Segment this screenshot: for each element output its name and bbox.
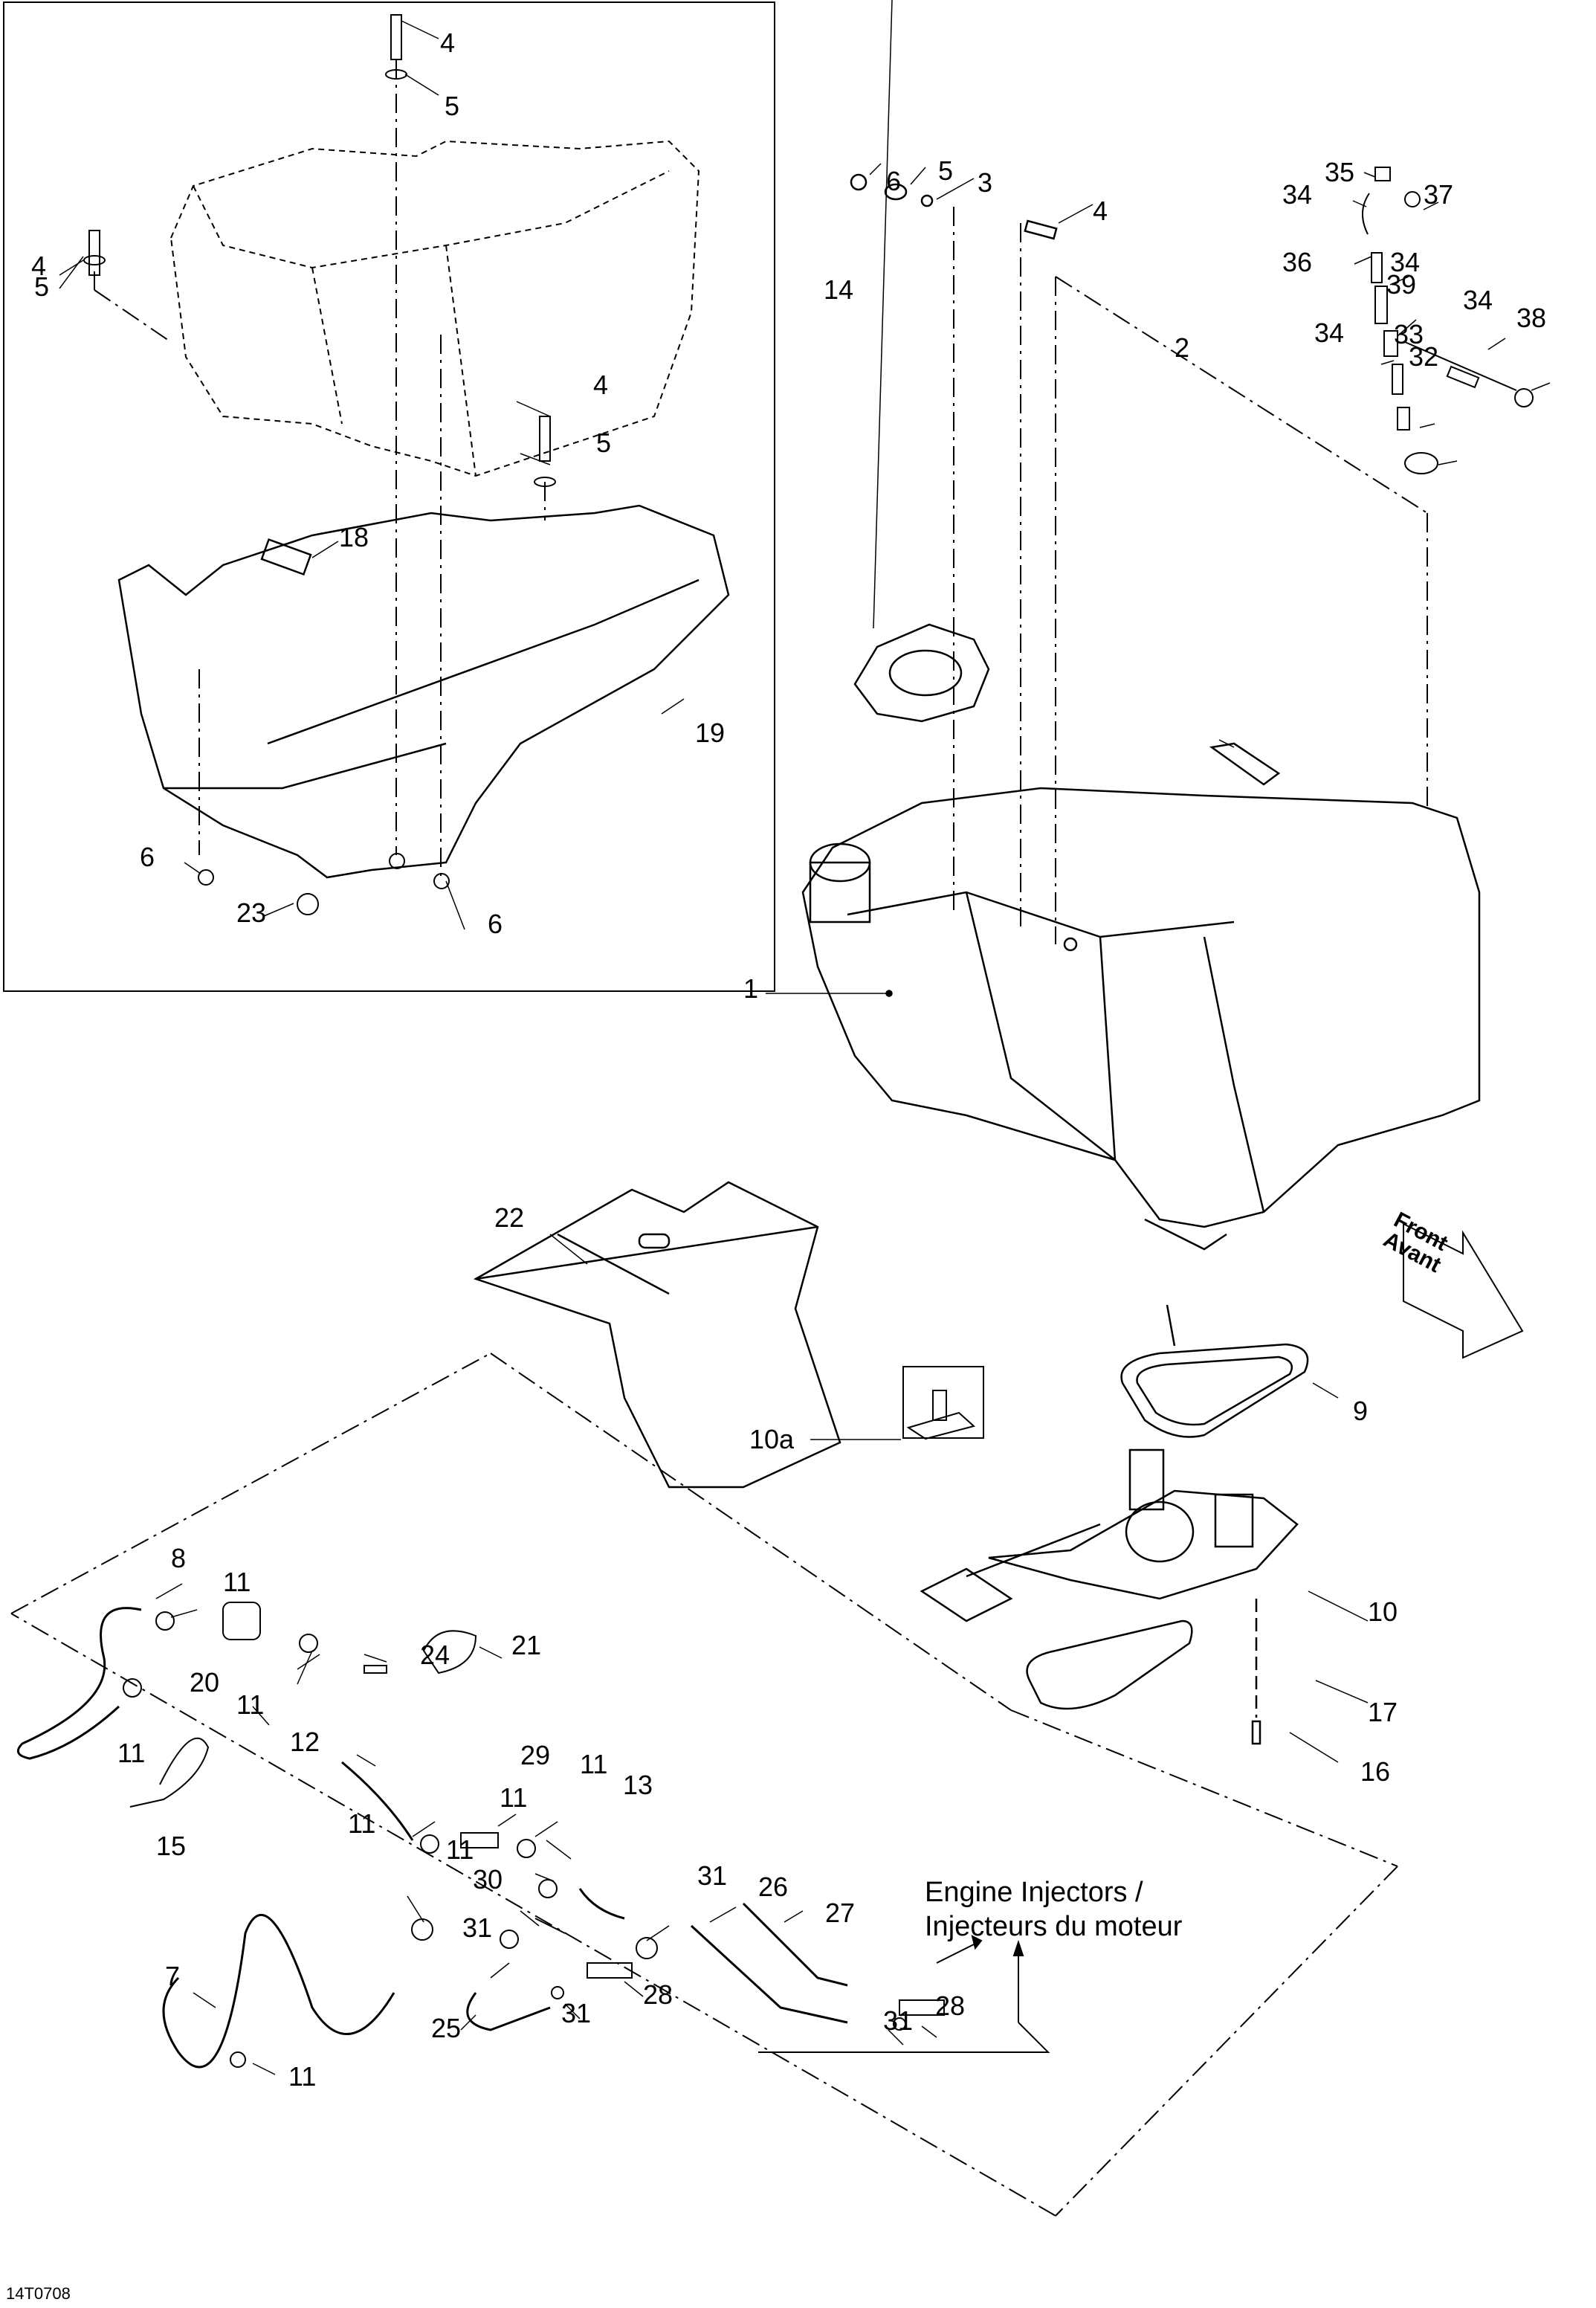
callout-6: 6 <box>886 166 902 196</box>
fuel-hoses <box>16 1607 848 2069</box>
callout-34: 34 <box>1390 247 1421 277</box>
callout-22: 22 <box>494 1202 525 1233</box>
callout-23: 23 <box>236 897 267 928</box>
callout-27: 27 <box>825 1898 856 1928</box>
pump-inset-part <box>906 1390 976 1440</box>
callout-34: 34 <box>1314 317 1345 348</box>
callout-8: 8 <box>171 1543 187 1573</box>
vent-line-assembly <box>1362 167 1534 474</box>
callout-25: 25 <box>431 2013 462 2043</box>
callout-6: 6 <box>140 842 155 872</box>
callout-11: 11 <box>288 2061 317 2092</box>
callout-9: 9 <box>1353 1396 1369 1426</box>
callout-14: 14 <box>824 274 854 305</box>
callout-19: 19 <box>695 718 726 748</box>
pump-detail-inset-frame <box>902 1366 984 1439</box>
callout-11: 11 <box>223 1567 251 1597</box>
pad-2 <box>1209 742 1281 786</box>
callout-15: 15 <box>156 1831 187 1861</box>
fuel-pump-module <box>920 1448 1299 1622</box>
note-line-english: Engine Injectors / <box>925 1877 1143 1908</box>
callout-24: 24 <box>420 1640 450 1670</box>
callout-35: 35 <box>1325 157 1355 187</box>
callout-36: 36 <box>1282 247 1313 277</box>
callout-39: 39 <box>1386 269 1417 300</box>
fuel-tank <box>801 787 1481 1251</box>
callout-4: 4 <box>440 28 456 58</box>
callout-16: 16 <box>1360 1756 1391 1787</box>
main-alignment-lines <box>953 207 1428 944</box>
callout-7: 7 <box>165 1961 181 1991</box>
callout-20: 20 <box>190 1667 220 1698</box>
callout-5: 5 <box>596 428 612 458</box>
callout-4: 4 <box>31 251 47 281</box>
callout-34: 34 <box>1282 179 1313 210</box>
inset-alignment-lines <box>94 59 546 877</box>
callout-11: 11 <box>580 1749 608 1779</box>
callout-31: 31 <box>883 2005 914 2036</box>
callout-5: 5 <box>445 91 460 121</box>
pad-18 <box>260 538 312 576</box>
heat-shield <box>473 1181 841 1489</box>
callout-4: 4 <box>593 370 609 400</box>
callout-13: 13 <box>623 1770 653 1800</box>
note-line-french: Injecteurs du moteur <box>925 1911 1183 1943</box>
callout-33: 33 <box>1394 319 1424 349</box>
gasket-17 <box>1026 1619 1193 1710</box>
engine-injectors-note: Engine Injectors / Injecteurs du moteur <box>925 1875 1182 1944</box>
callout-1: 1 <box>743 973 759 1004</box>
callout-21: 21 <box>511 1630 542 1660</box>
hose-routing-lines <box>10 1353 1398 2217</box>
callout-5: 5 <box>34 271 50 302</box>
callout-11: 11 <box>117 1738 146 1768</box>
callout-11: 11 <box>236 1689 265 1720</box>
leader-lines <box>59 0 1551 2075</box>
fuel-tank-tray <box>117 504 730 879</box>
callout-18: 18 <box>339 522 369 552</box>
callout-38: 38 <box>1516 303 1547 333</box>
callout-12: 12 <box>290 1727 320 1757</box>
alternate-view-inset-frame <box>3 1 775 992</box>
callout-2: 2 <box>1175 332 1190 363</box>
callout-4: 4 <box>1093 196 1108 226</box>
callout-30: 30 <box>473 1864 503 1895</box>
callout-28: 28 <box>935 1991 966 2021</box>
destination-arrows <box>758 1935 1050 2053</box>
callout-11: 11 <box>348 1808 376 1839</box>
gasket-arrow <box>1166 1304 1176 1347</box>
callout-34: 34 <box>1463 285 1493 315</box>
callout-6: 6 <box>488 909 503 939</box>
callout-11: 11 <box>446 1834 474 1865</box>
callout-17: 17 <box>1368 1697 1398 1727</box>
front-direction-arrow <box>1403 1222 1524 1359</box>
fasteners-top <box>850 173 1058 240</box>
callout-10: 10 <box>1368 1596 1398 1627</box>
callout-31: 31 <box>561 1998 592 2028</box>
callout-37: 37 <box>1424 179 1454 210</box>
callout-29: 29 <box>520 1740 551 1770</box>
drawing-reference-number: 14T0708 <box>6 2284 71 2303</box>
callout-10a: 10a <box>749 1424 795 1454</box>
screw-16 <box>1251 1720 1261 1745</box>
callout-31: 31 <box>462 1912 493 1943</box>
callout-28: 28 <box>643 1979 673 2010</box>
callout-5: 5 <box>938 155 954 186</box>
hose-clamps-and-fittings <box>123 1602 945 2068</box>
callout-31: 31 <box>697 1860 728 1891</box>
callout-32: 32 <box>1409 341 1439 372</box>
callout-11: 11 <box>500 1782 528 1813</box>
callout-3: 3 <box>978 167 993 198</box>
gasket-9 <box>1120 1343 1309 1438</box>
filler-cap <box>853 623 990 723</box>
callout-26: 26 <box>758 1872 789 1902</box>
ghost-fuel-tank <box>169 140 700 477</box>
